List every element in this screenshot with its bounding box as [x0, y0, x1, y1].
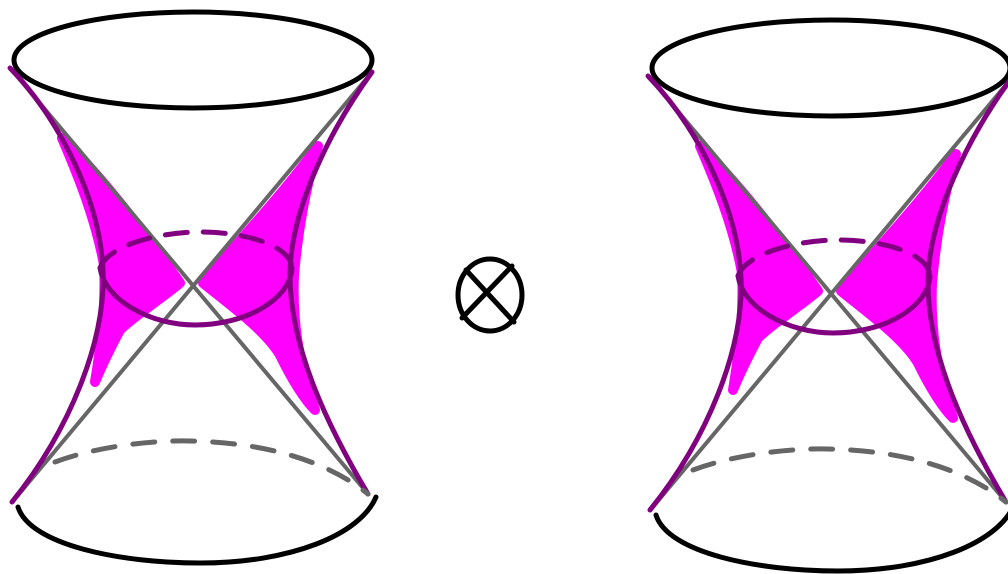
tensor-product-icon [455, 256, 525, 334]
right-hourglass-figure [648, 20, 1008, 571]
left-hourglass-figure [10, 12, 376, 563]
